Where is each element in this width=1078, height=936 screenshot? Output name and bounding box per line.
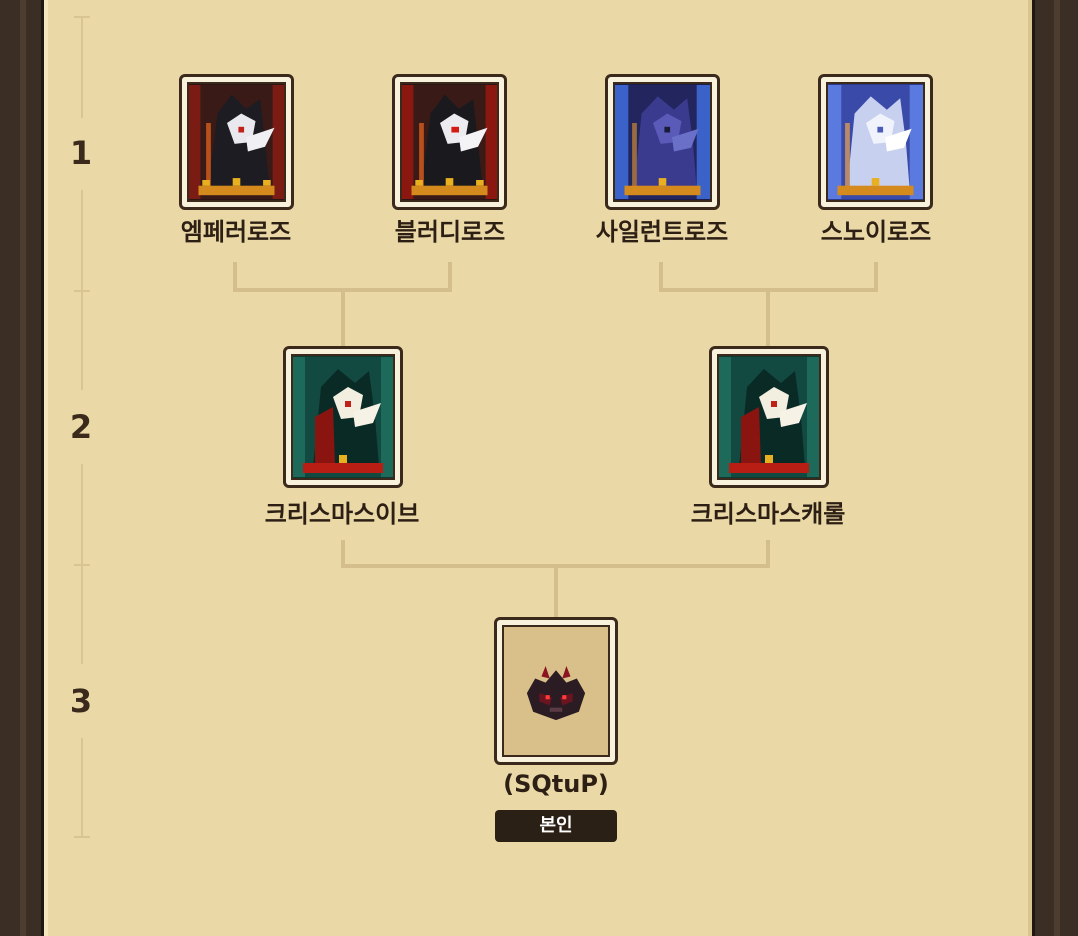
pet-card-self[interactable] xyxy=(494,617,618,765)
pet-card-snowy-rose[interactable] xyxy=(818,74,933,210)
pet-card-christmas-eve[interactable] xyxy=(283,346,403,488)
connector-line xyxy=(341,540,345,568)
right-frame xyxy=(1032,0,1078,936)
bat-pet-icon xyxy=(504,628,608,754)
pet-portrait xyxy=(291,354,395,480)
generation-label-3: 3 xyxy=(69,682,93,720)
rail-tick xyxy=(74,836,90,838)
generation-label-2: 2 xyxy=(69,408,93,446)
rail-tick xyxy=(74,564,90,566)
generation-rail xyxy=(81,738,83,838)
pet-portrait xyxy=(400,82,499,202)
left-frame xyxy=(0,0,44,936)
pet-portrait xyxy=(613,82,712,202)
self-badge: 본인 xyxy=(495,810,617,842)
pet-sprite-icon xyxy=(402,85,497,199)
pet-name: 사일런트로즈 xyxy=(595,218,729,246)
pet-sprite-icon xyxy=(719,357,819,477)
pet-sprite-icon xyxy=(615,85,710,199)
pet-sprite-icon xyxy=(189,85,284,199)
pet-name: 블러디로즈 xyxy=(394,218,506,246)
pet-portrait xyxy=(502,625,610,757)
generation-label-1: 1 xyxy=(69,134,93,172)
connector-line xyxy=(766,540,770,568)
pet-name: 크리스마스캐롤 xyxy=(690,500,846,528)
pet-name-self: (SQtuP) xyxy=(503,770,609,798)
connector-line xyxy=(448,262,452,292)
pet-sprite-icon xyxy=(828,85,923,199)
pet-name: 크리스마스이브 xyxy=(264,500,420,528)
generation-rail xyxy=(81,18,83,118)
connector-line xyxy=(766,288,770,346)
connector-line xyxy=(341,288,345,346)
connector-line xyxy=(554,564,558,618)
connector-line xyxy=(659,262,663,292)
pet-portrait xyxy=(826,82,925,202)
pet-portrait xyxy=(717,354,821,480)
pet-portrait xyxy=(187,82,286,202)
pet-card-emperor-rose[interactable] xyxy=(179,74,294,210)
pet-name: 스노이로즈 xyxy=(820,218,932,246)
connector-line xyxy=(874,262,878,292)
pet-name: 엠페러로즈 xyxy=(180,218,292,246)
rail-tick xyxy=(74,290,90,292)
pet-card-bloody-rose[interactable] xyxy=(392,74,507,210)
pet-sprite-icon xyxy=(293,357,393,477)
connector-line xyxy=(233,262,237,292)
pet-card-christmas-carol[interactable] xyxy=(709,346,829,488)
rail-tick xyxy=(74,16,90,18)
pet-card-silent-rose[interactable] xyxy=(605,74,720,210)
